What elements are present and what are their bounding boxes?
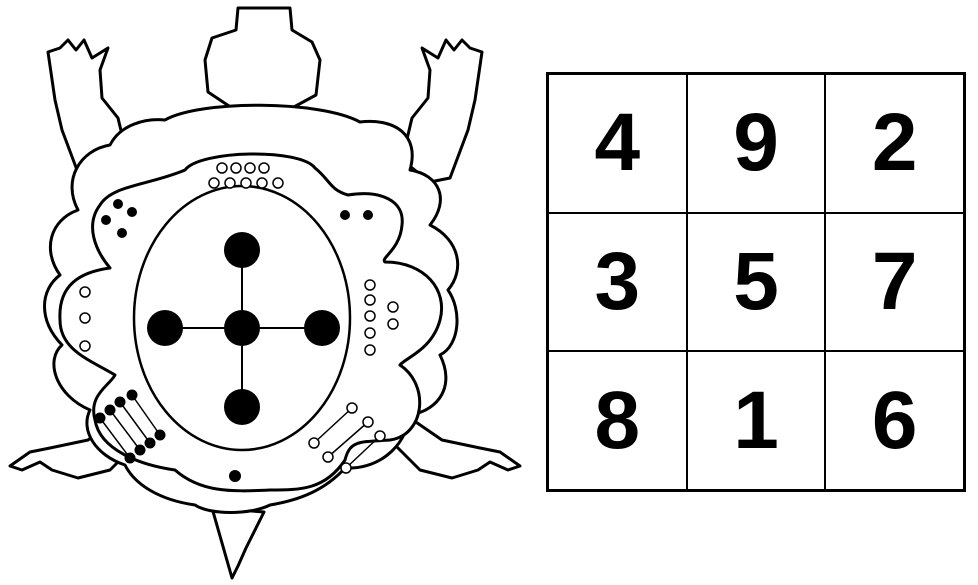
turtle-back-right-leg <box>378 416 522 480</box>
turtle-lo-shu-illustration <box>8 6 522 580</box>
right-seven-dots <box>364 279 399 356</box>
top-right-two-dots <box>340 210 373 220</box>
magic-square-cell: 8 <box>548 351 687 490</box>
magic-square-cell: 4 <box>548 74 687 213</box>
magic-square-cell: 3 <box>548 212 687 352</box>
turtle-head <box>203 6 322 110</box>
lo-shu-magic-square: 4 9 2 3 5 7 8 1 6 <box>546 72 966 492</box>
turtle-front-right-leg <box>400 38 484 184</box>
magic-square-cell: 2 <box>825 74 964 213</box>
magic-square-cell: 6 <box>825 351 964 490</box>
magic-square-cell: 7 <box>825 212 964 352</box>
bottom-one-dot <box>229 470 241 482</box>
magic-square-cell: 5 <box>686 212 826 352</box>
top-left-four-dots <box>101 199 137 238</box>
left-three-dots <box>79 286 91 352</box>
magic-square-cell: 1 <box>686 351 826 490</box>
bottom-left-eight-dots <box>99 394 161 459</box>
magic-square-cell: 9 <box>686 74 826 213</box>
bottom-right-six-dots <box>313 407 381 469</box>
turtle-tail <box>210 506 266 580</box>
center-five-dots <box>147 232 340 425</box>
top-nine-dots <box>208 162 284 189</box>
